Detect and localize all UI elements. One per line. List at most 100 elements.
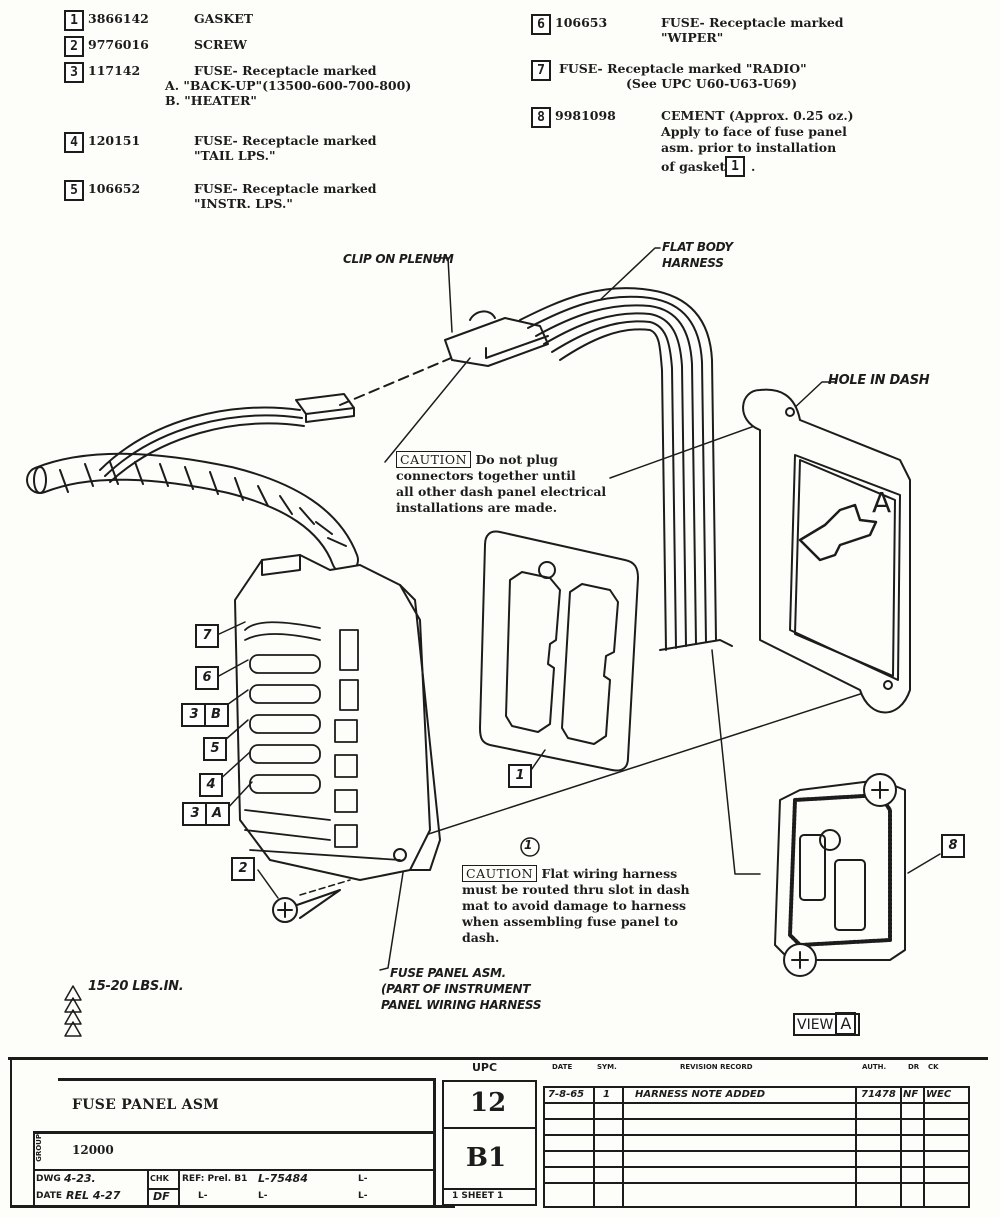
dwg-label: DWG <box>36 1174 61 1184</box>
part-description: "INSTR. LPS." <box>194 196 293 211</box>
flat-body-harness-label-2: HARNESS <box>662 256 724 270</box>
part-description: CEMENT (Approx. 0.25 oz.) <box>661 108 854 123</box>
gasket <box>479 530 639 772</box>
caution-line: all other dash panel electrical <box>396 484 607 499</box>
rev-header-auth: AUTH. <box>862 1063 887 1071</box>
rev-header-ck: CK <box>928 1063 939 1071</box>
exploded-view-drawing <box>26 247 941 1037</box>
key-box: 1 <box>64 10 84 31</box>
view-word: VIEW <box>797 1017 834 1033</box>
clip-connector <box>444 310 549 367</box>
parts-list-item: 6 106653 FUSE- Receptacle marked "WIPER" <box>531 14 844 45</box>
date-value: REL 4-27 <box>66 1189 121 1202</box>
fuse-panel-asm-label-2: (PART OF INSTRUMENT <box>381 982 531 996</box>
parts-list-item: 5 106652 FUSE- Receptacle marked "INSTR.… <box>64 180 377 211</box>
part-description: (See UPC U60-U63-U69) <box>626 76 797 91</box>
part-description: "TAIL LPS." <box>194 148 276 163</box>
dwg-value: 4-23. <box>64 1172 96 1185</box>
upc-value: 12 <box>470 1088 507 1118</box>
part-description: SCREW <box>194 37 247 52</box>
parts-list-item: 4 120151 FUSE- Receptacle marked "TAIL L… <box>64 132 377 163</box>
part-number: 120151 <box>88 133 141 148</box>
part-description: FUSE- Receptacle marked <box>661 15 844 30</box>
group-number: 12000 <box>72 1143 114 1157</box>
part-number: 106652 <box>88 181 141 196</box>
key-box: 8 <box>531 107 551 128</box>
flat-body-harness-label-1: FLAT BODY <box>662 240 733 254</box>
l-ref-4: L- <box>258 1191 268 1201</box>
fuse-panel-asm-label-1: FUSE PANEL ASM. <box>390 966 506 980</box>
part-number: 3866142 <box>88 11 149 26</box>
callout-5: 5 <box>203 737 227 761</box>
sheet-code: B1 <box>466 1143 507 1173</box>
period: . <box>751 159 756 174</box>
group-side-label: GROUP <box>35 1134 43 1162</box>
rev-header-date: DATE <box>552 1063 573 1071</box>
parts-list-item: 2 9776016 SCREW <box>64 36 247 57</box>
part-description-variant: B. "HEATER" <box>165 93 257 108</box>
rev-header-record: REVISION RECORD <box>680 1063 753 1071</box>
checker-top: CHK <box>150 1174 169 1183</box>
note-circle-number: 1 <box>524 838 533 852</box>
sheet-label: 1 SHEET 1 <box>452 1191 504 1201</box>
torque-note-1: 15-20 LBS.IN. <box>88 979 184 994</box>
callout-1: 1 <box>508 764 532 788</box>
caution-line: Flat wiring harness <box>541 866 678 881</box>
part-description: FUSE- Receptacle marked "RADIO" <box>559 61 807 76</box>
l-ref-3: L- <box>198 1191 208 1201</box>
caution-tag: CAUTION <box>396 451 472 468</box>
rev-date: 7-8-65 <box>548 1089 585 1100</box>
caution-tag: CAUTION <box>462 865 538 882</box>
dash-panel <box>742 388 911 714</box>
part-description: of gasket <box>661 159 726 174</box>
rev-auth: 71478 <box>861 1089 896 1100</box>
view-arrow-letter: A <box>872 486 892 519</box>
part-number: 117142 <box>88 63 141 78</box>
rev-sym: 1 <box>603 1089 610 1100</box>
l-ref-1: L-75484 <box>258 1172 308 1185</box>
part-description: Apply to face of fuse panel <box>661 124 847 139</box>
key-box: 3 <box>64 62 84 83</box>
flat-body-harness <box>519 287 733 651</box>
part-description: asm. prior to installation <box>661 140 837 155</box>
connector-small <box>295 393 355 423</box>
callout-3b-num: 3 <box>189 707 199 722</box>
part-description-variant: A. "BACK-UP"(13500-600-700-800) <box>165 78 412 93</box>
parts-list-item: 3 117142 FUSE- Receptacle marked A. "BAC… <box>64 62 411 108</box>
key-box: 6 <box>531 14 551 35</box>
parts-list-item: 8 9981098 CEMENT (Approx. 0.25 oz.) Appl… <box>531 107 854 177</box>
caution-note-harness: CAUTION Flat wiring harness must be rout… <box>462 865 690 946</box>
checker-bottom: DF <box>153 1190 170 1203</box>
upc-header: UPC <box>472 1061 498 1074</box>
callout-3a-num: 3 <box>190 806 200 821</box>
revision-record-table: 7-8-65 1 HARNESS NOTE ADDED 71478 NF WEC <box>543 1086 970 1208</box>
caution-line: must be routed thru slot in dash <box>462 882 690 897</box>
part-number: 9981098 <box>555 108 616 123</box>
caution-line: installations are made. <box>396 500 558 515</box>
part-description: GASKET <box>194 11 254 26</box>
callout-3a-letter: A <box>205 804 227 824</box>
round-harness <box>26 452 359 574</box>
l-ref-2: L- <box>358 1174 368 1184</box>
caution-note-connectors: CAUTION Do not plug connectors together … <box>396 451 607 516</box>
drawing-title: FUSE PANEL ASM <box>72 1097 220 1113</box>
caution-line: dash. <box>462 930 500 945</box>
caution-line: when assembling fuse panel to <box>462 914 678 929</box>
gasket-ref-box: 1 <box>725 156 745 177</box>
part-description: FUSE- Receptacle marked <box>194 181 377 196</box>
part-number: 9776016 <box>88 37 149 52</box>
part-description: "WIPER" <box>661 30 724 45</box>
part-description: FUSE- Receptacle marked <box>194 63 377 78</box>
part-number: 106653 <box>555 15 608 30</box>
screw <box>272 889 341 923</box>
key-box: 2 <box>64 36 84 57</box>
callout-2: 2 <box>231 857 255 881</box>
key-box: 5 <box>64 180 84 201</box>
fuse-panel <box>234 554 441 881</box>
callout-3b-letter: B <box>204 705 226 725</box>
hole-in-dash-label: HOLE IN DASH <box>828 373 930 388</box>
date-label: DATE <box>36 1191 63 1201</box>
callout-4: 4 <box>199 773 223 797</box>
